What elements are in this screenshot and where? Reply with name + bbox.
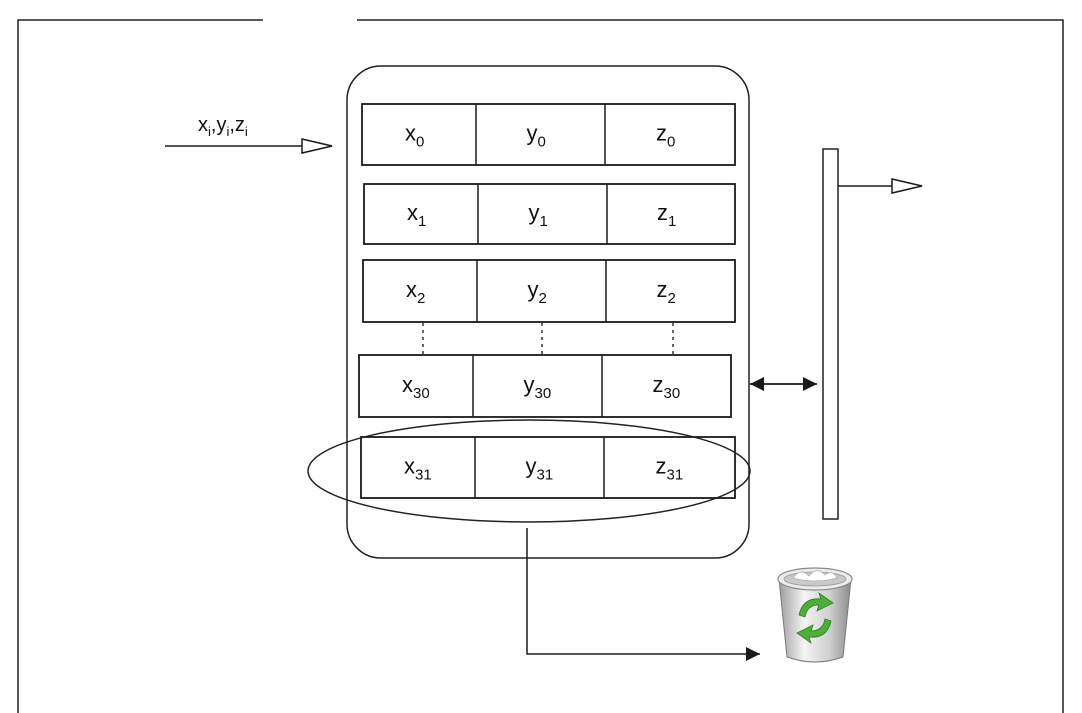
cell-subscript: 1 [418, 213, 426, 230]
cell-base: x [404, 454, 415, 479]
input-label: xi,yi,zi [198, 114, 248, 139]
cell-base: z [657, 277, 668, 302]
cell-subscript: 31 [537, 467, 554, 484]
cell-z-30: z30 [653, 372, 681, 402]
buffer-row-frame [362, 259, 736, 323]
cell-x-1: x1 [407, 200, 426, 230]
cell-subscript: 0 [416, 134, 424, 151]
cell-base: x [405, 121, 416, 146]
cell-x-2: x2 [406, 277, 425, 307]
cell-subscript: 31 [415, 467, 432, 484]
cell-subscript: 0 [538, 134, 546, 151]
cell-y-0: y0 [527, 121, 546, 151]
cell-y-1: y1 [529, 200, 548, 230]
cell-base: z [656, 454, 667, 479]
cell-base: z [657, 200, 668, 225]
input-sep-2: , [229, 114, 235, 136]
cell-y-30: y30 [524, 372, 552, 402]
cell-base: y [526, 454, 537, 479]
input-z: z [235, 114, 245, 136]
buffer-row-frame [361, 103, 736, 166]
cell-base: y [529, 200, 540, 225]
cell-x-30: x30 [402, 372, 430, 402]
cell-base: y [524, 372, 535, 397]
input-y: y [216, 114, 226, 136]
cell-base: x [402, 372, 413, 397]
cell-subscript: 1 [668, 213, 676, 230]
cell-base: x [406, 277, 417, 302]
discard-arrow [526, 528, 760, 661]
cell-base: z [656, 121, 667, 146]
cell-subscript: 30 [535, 385, 552, 402]
buffer-row-frame [360, 436, 736, 499]
cell-subscript: 30 [664, 385, 681, 402]
cell-subscript: 31 [667, 467, 684, 484]
input-z-sub: i [245, 124, 248, 139]
cell-subscript: 2 [417, 290, 425, 307]
cell-base: y [527, 121, 538, 146]
cell-z-0: z0 [656, 121, 675, 151]
cell-subscript: 0 [667, 134, 675, 151]
recycle-bin-icon [777, 567, 853, 663]
cell-subscript: 2 [539, 290, 547, 307]
page-frame [17, 19, 1064, 713]
input-sep-1: , [211, 114, 217, 136]
output-bus-bar [822, 148, 839, 520]
cell-z-2: z2 [657, 277, 676, 307]
recycle-symbol-icon [796, 591, 834, 645]
cell-base: z [653, 372, 664, 397]
input-x-sub: i [208, 124, 211, 139]
cell-z-1: z1 [657, 200, 676, 230]
cell-z-31: z31 [656, 454, 684, 484]
input-y-sub: i [226, 124, 229, 139]
cell-base: y [528, 277, 539, 302]
ellipsis-dots [422, 323, 674, 356]
cell-subscript: 1 [540, 213, 548, 230]
cell-y-31: y31 [526, 454, 554, 484]
buffer-row-frame [363, 183, 736, 245]
eviction-highlight-ellipse [307, 419, 751, 523]
cell-base: x [407, 200, 418, 225]
cell-y-2: y2 [528, 277, 547, 307]
buffer-row-frame [358, 354, 732, 418]
cell-x-31: x31 [404, 454, 432, 484]
cell-subscript: 2 [668, 290, 676, 307]
input-x: x [198, 114, 208, 136]
cell-x-0: x0 [405, 121, 424, 151]
cell-subscript: 30 [413, 385, 430, 402]
